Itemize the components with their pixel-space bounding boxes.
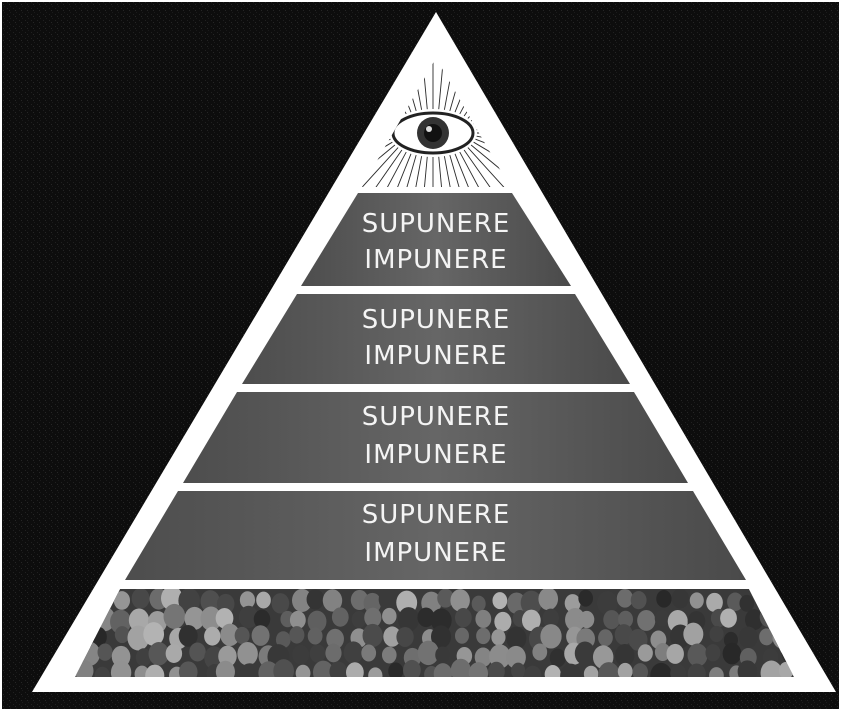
pyramid-tier: SUPUNERE IMPUNERE (183, 392, 688, 483)
crowd-of-people-icon (75, 586, 802, 688)
tier-label-line2: IMPUNERE (364, 440, 507, 470)
tier-label-line1: SUPUNERE (362, 402, 511, 432)
tier-label-line2: IMPUNERE (364, 341, 507, 371)
tier-label-line1: SUPUNERE (362, 305, 511, 335)
tier-label-line2: IMPUNERE (364, 245, 507, 275)
tier-label-line1: SUPUNERE (362, 500, 511, 530)
tier-label-line1: SUPUNERE (362, 209, 511, 239)
pyramid-tier: SUPUNERE IMPUNERE (125, 491, 746, 580)
tier-label-line2: IMPUNERE (364, 538, 507, 568)
pyramid-tier: SUPUNERE IMPUNERE (242, 294, 630, 384)
